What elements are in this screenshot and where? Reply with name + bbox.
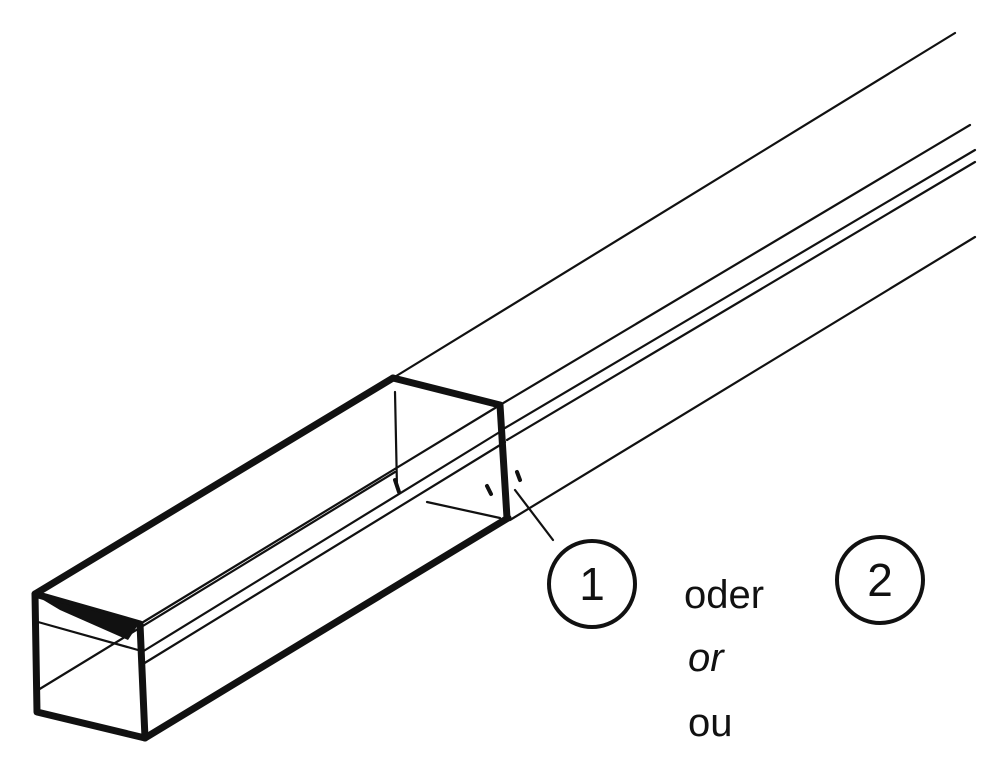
cover-groove-edge	[503, 148, 977, 430]
base-side-top-edge	[31, 374, 397, 598]
base-bottom-edge	[141, 514, 512, 742]
duct-bottom-edge	[508, 235, 977, 522]
mark-mid	[485, 484, 493, 496]
duct-base-open-section	[31, 374, 522, 742]
base-end-inner-line	[36, 620, 140, 652]
base-floor-line	[36, 470, 397, 692]
base-groove-line-2	[141, 440, 507, 666]
word-english: or	[688, 636, 724, 680]
duct-top-front-edge	[498, 123, 972, 407]
word-french: ou	[688, 701, 733, 745]
callout-2: 2	[835, 535, 925, 625]
callout-1-number: 1	[579, 558, 605, 610]
mark-left	[393, 478, 401, 494]
callout-leader	[513, 488, 555, 542]
duct-body	[391, 31, 977, 522]
base-groove-line-1	[140, 428, 505, 654]
inner-vertical-edge	[393, 390, 399, 490]
callout-1: 1	[547, 539, 637, 629]
cover-lip-edge	[505, 160, 977, 442]
duct-top-back-edge	[391, 31, 957, 380]
base-cut-end	[389, 374, 511, 522]
callout-1-circle	[547, 539, 637, 629]
base-inner-edge	[138, 403, 502, 626]
inner-floor-edge	[425, 500, 502, 520]
word-german: oder	[684, 573, 765, 617]
base-end-lip	[40, 598, 140, 640]
callout-2-number: 2	[867, 554, 893, 606]
mark-right	[515, 470, 522, 482]
callout-2-circle	[835, 535, 925, 625]
